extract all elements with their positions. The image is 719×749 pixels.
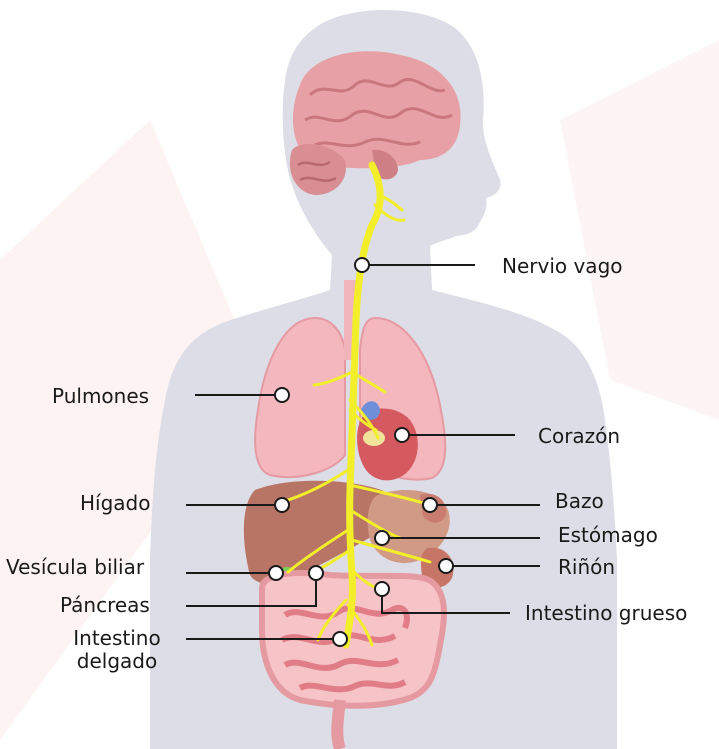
- label-bazo: Bazo: [555, 490, 604, 512]
- label-rinon: Riñón: [558, 556, 615, 578]
- marker-corazon: [395, 428, 409, 442]
- label-pulmones: Pulmones: [52, 385, 149, 407]
- marker-pulmones: [275, 388, 289, 402]
- label-intestino-delgado: Intestino delgado: [62, 627, 172, 673]
- marker-bazo: [423, 498, 437, 512]
- label-intestino-grueso: Intestino grueso: [525, 602, 687, 624]
- marker-nervio-vago: [355, 258, 369, 272]
- label-pancreas: Páncreas: [60, 594, 150, 616]
- marker-estomago: [375, 531, 389, 545]
- marker-intestino-grueso: [375, 582, 389, 596]
- label-higado: Hígado: [80, 492, 150, 514]
- marker-rinon: [439, 559, 453, 573]
- label-vesicula-biliar: Vesícula biliar: [6, 556, 144, 578]
- marker-higado: [275, 498, 289, 512]
- label-intestino-delgado-line1: Intestino: [62, 627, 172, 650]
- marker-intestino-delgado: [333, 632, 347, 646]
- label-estomago: Estómago: [558, 524, 658, 546]
- label-nervio-vago: Nervio vago: [502, 255, 623, 277]
- label-intestino-delgado-line2: delgado: [62, 650, 172, 673]
- marker-vesicula: [269, 566, 283, 580]
- marker-pancreas: [309, 566, 323, 580]
- label-corazon: Corazón: [538, 425, 620, 447]
